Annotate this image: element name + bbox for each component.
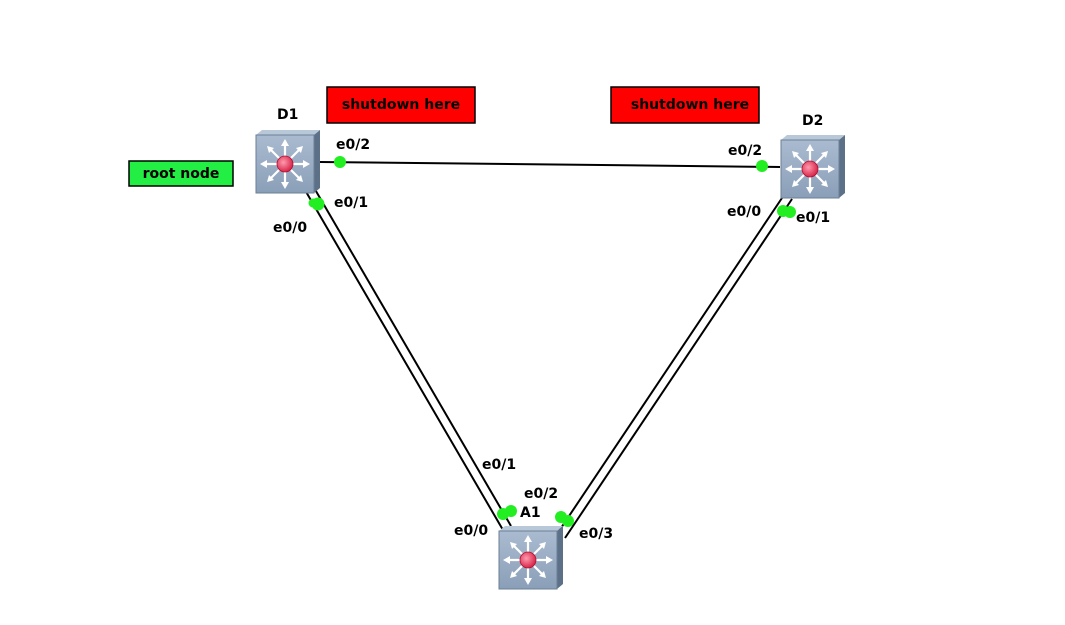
port-dot-d1-e02[interactable]	[334, 156, 346, 168]
link-d1-d2	[319, 161, 781, 168]
port-label-a1-e03: e0/3	[579, 526, 613, 542]
port-label-d2-e02: e0/2	[728, 143, 762, 159]
port-label-d1-e00: e0/0	[273, 220, 307, 236]
link-d2-a1-double	[556, 194, 793, 539]
port-label-d2-e01: e0/1	[796, 210, 830, 226]
port-dot-a1-e01[interactable]	[505, 505, 517, 517]
port-label-a1-e01: e0/1	[482, 457, 516, 473]
note-shutdown-right[interactable]: shutdown here	[610, 86, 760, 124]
switch-d1-icon[interactable]	[254, 128, 322, 195]
link-d1-a1-double	[304, 185, 512, 531]
port-dots	[308, 156, 796, 527]
switch-d2-icon[interactable]	[779, 133, 847, 200]
note-root-node[interactable]: root node	[128, 160, 234, 187]
port-label-a1-e00: e0/0	[454, 523, 488, 539]
port-dot-d1-e00[interactable]	[308, 198, 318, 208]
port-label-d2-e00: e0/0	[727, 204, 761, 220]
note-shutdown-right-text: shutdown here	[631, 97, 749, 113]
port-dot-a1-e03[interactable]	[562, 515, 574, 527]
note-shutdown-left[interactable]: shutdown here	[326, 86, 476, 124]
note-root-node-text: root node	[143, 166, 220, 182]
switch-a1-icon[interactable]	[497, 524, 565, 591]
node-label-d2: D2	[802, 113, 823, 129]
port-label-d1-e01: e0/1	[334, 195, 368, 211]
node-label-a1: A1	[520, 505, 541, 521]
port-label-a1-e02: e0/2	[524, 486, 558, 502]
note-shutdown-left-text: shutdown here	[342, 97, 460, 113]
port-dot-d2-e02[interactable]	[756, 160, 768, 172]
port-label-d1-e02: e0/2	[336, 137, 370, 153]
port-dot-d2-e01[interactable]	[784, 206, 796, 218]
node-label-d1: D1	[277, 107, 298, 123]
